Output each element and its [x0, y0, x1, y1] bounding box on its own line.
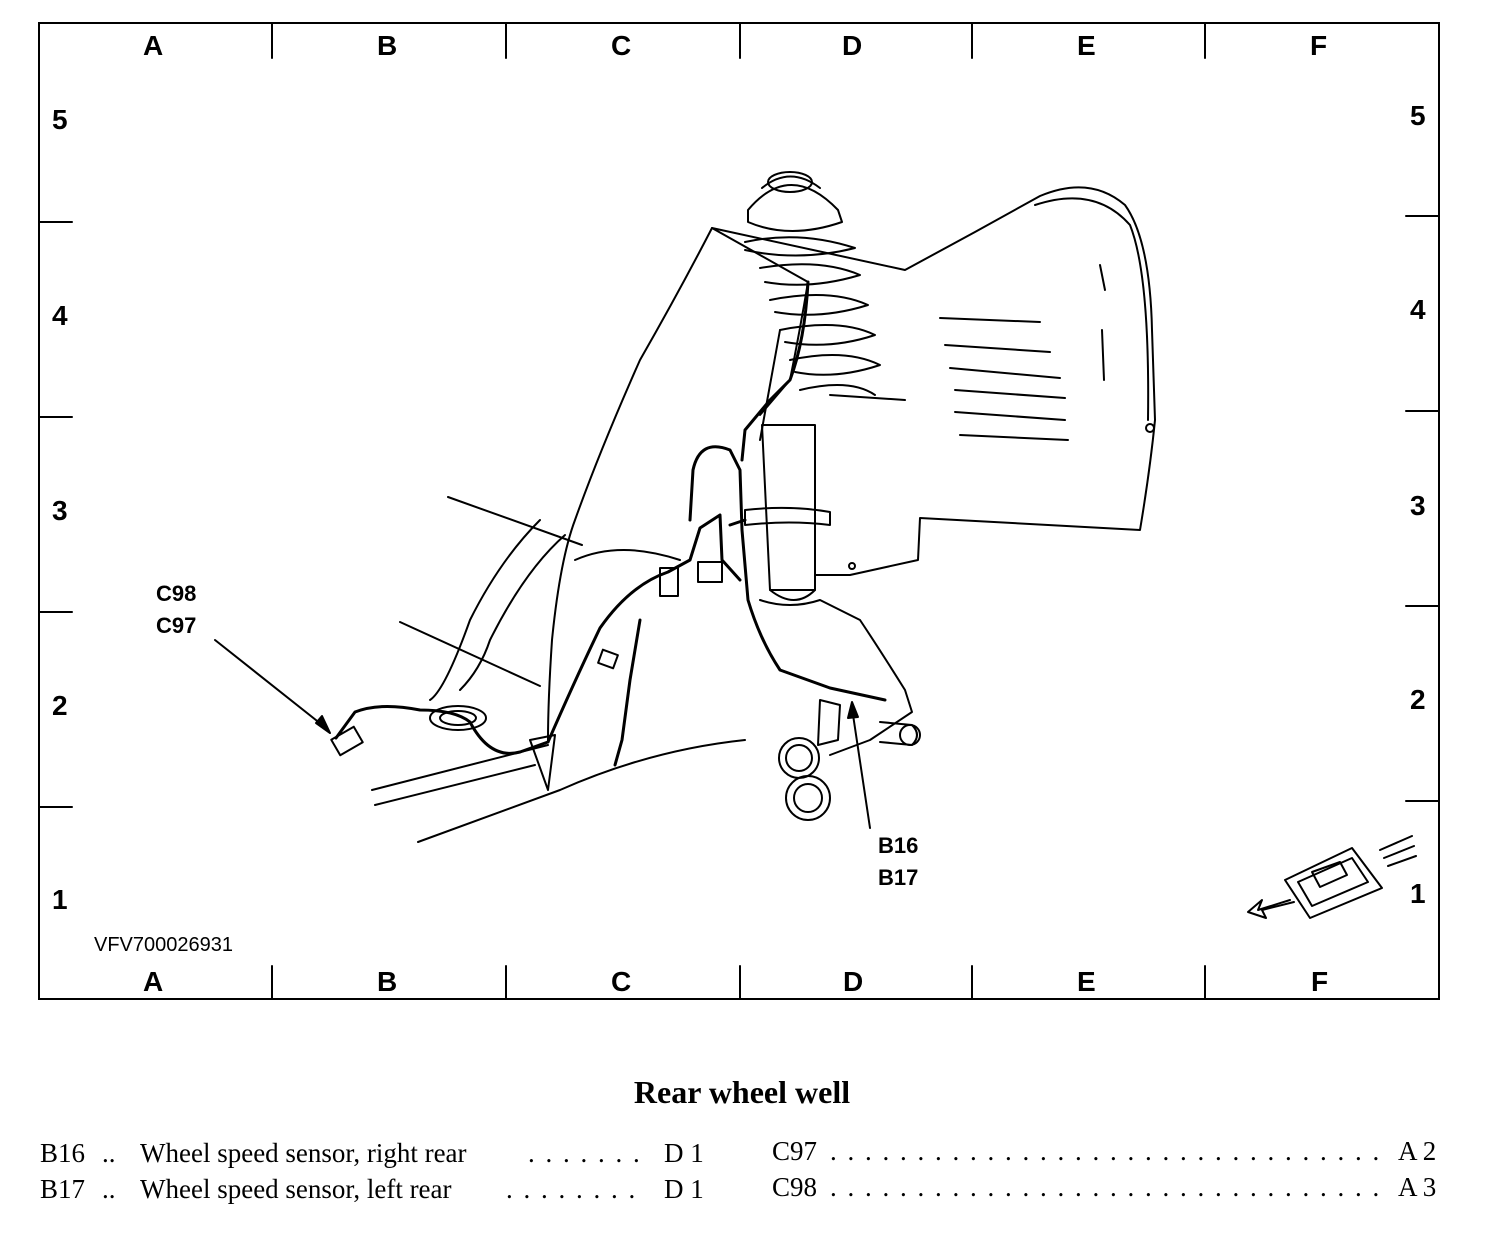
grid-row-label: 1	[52, 884, 68, 915]
vehicle-orientation-icon	[1247, 835, 1417, 919]
callout-c98: C98	[156, 581, 197, 606]
callout-arrow-b16-b17	[851, 707, 871, 829]
grid-ticks	[39, 23, 1439, 999]
grid-column-label: F	[1311, 966, 1329, 997]
grid-column-label: D	[843, 966, 864, 997]
grid-row-label: 1	[1410, 878, 1426, 909]
grid-row-label: 2	[52, 690, 68, 721]
grid-column-label: C	[611, 30, 632, 61]
body-panel	[547, 227, 713, 741]
callout-b16: B16	[878, 833, 919, 858]
legend-separator: ..	[102, 1138, 116, 1168]
wheel-arch-liner	[711, 186, 1156, 576]
legend-location: A 2	[1398, 1136, 1437, 1166]
grid-column-label: A	[143, 30, 164, 61]
legend-description: Wheel speed sensor, right rear	[140, 1138, 467, 1168]
knuckle	[759, 599, 913, 756]
legend-code: C97	[772, 1136, 818, 1166]
diagram-frame	[38, 22, 1440, 1000]
grid-row-label: 4	[52, 300, 68, 331]
legend-separator: ..	[102, 1174, 116, 1204]
harness-clip	[529, 734, 556, 791]
legend-code: B16	[40, 1138, 86, 1168]
grid-column-label: A	[143, 966, 164, 997]
legend-description: Wheel speed sensor, left rear	[140, 1174, 452, 1204]
drawing-code: VFV700026931	[94, 934, 234, 956]
leader-dots: . . . . . . . . . . . . . . . . . . . . …	[830, 1136, 1378, 1166]
grid-column-label: E	[1077, 30, 1096, 61]
grid-column-label: B	[377, 30, 398, 61]
callout-c97: C97	[156, 613, 197, 638]
grid-row-label: 4	[1410, 294, 1426, 325]
legend-code: C98	[772, 1172, 818, 1202]
callout-b17: B17	[878, 865, 919, 890]
leader-dots: . . . . . . . . . . . .	[528, 1138, 644, 1168]
legend-location: D 1	[664, 1138, 704, 1168]
legend-location: A 3	[1398, 1172, 1437, 1202]
leader-dots: . . . . . . . . . . . . . . . . . . . . …	[830, 1172, 1378, 1202]
leader-dots: . . . . . . . . . . . . . .	[506, 1174, 644, 1204]
legend-code: B17	[40, 1174, 86, 1204]
connector-c97-c98	[330, 725, 364, 757]
callout-arrow-c97-c98	[214, 639, 327, 729]
grid-row-label: 3	[1410, 490, 1426, 521]
caption: Rear wheel well	[633, 1074, 851, 1110]
wiring-harness	[334, 280, 887, 767]
grid-column-label: B	[377, 966, 398, 997]
grid-row-label: 3	[52, 495, 68, 526]
grid-row-label: 5	[1410, 100, 1426, 131]
callout-label: C98 C97	[156, 578, 196, 642]
grid-column-label: C	[611, 966, 632, 997]
legend-location: D 1	[664, 1174, 704, 1204]
callout-label: B16 B17	[878, 830, 918, 894]
grid-column-label: D	[842, 30, 863, 61]
grid-column-label: F	[1310, 30, 1328, 61]
grid-row-label: 2	[1410, 684, 1426, 715]
grid-column-label: E	[1077, 966, 1096, 997]
harness-grommet	[429, 705, 487, 731]
grid-row-label: 5	[52, 104, 68, 135]
